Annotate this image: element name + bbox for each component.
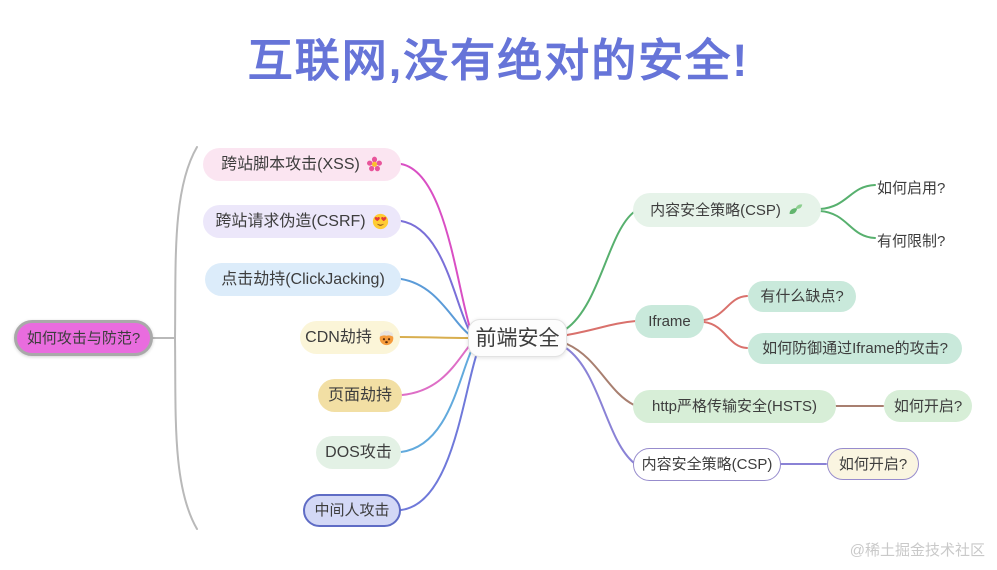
node-clickjacking[interactable]: 点击劫持(ClickJacking) [205,263,401,296]
node-csrf-attack[interactable]: 跨站请求伪造(CSRF) [203,205,401,238]
node-xss-attack[interactable]: 跨站脚本攻击(XSS) [203,148,401,181]
leaf-icon [787,202,804,219]
node-csp-top[interactable]: 内容安全策略(CSP) [633,193,821,227]
node-csp-limitations[interactable]: 有何限制? [877,233,946,250]
node-mitm-attack[interactable]: 中间人攻击 [303,494,401,527]
node-label: 内容安全策略(CSP) [650,201,781,219]
node-label: 如何攻击与防范? [26,329,141,347]
node-label: 点击劫持(ClickJacking) [221,270,385,288]
node-label: 如何开启? [893,397,963,415]
watermark: @稀土掘金技术社区 [849,542,985,559]
node-label: 页面劫持 [327,386,392,404]
node-label: 跨站脚本攻击(XSS) [221,155,360,173]
node-hsts-how-to-enable[interactable]: 如何开启? [884,390,972,422]
node-frontend-security[interactable]: 前端安全 [468,319,567,357]
heart-eyes-face-icon [372,213,389,230]
hibiscus-flower-icon [366,156,383,173]
node-label: DOS攻击 [325,443,392,461]
node-label: http严格传输安全(HSTS) [651,398,817,415]
node-iframe-defense[interactable]: 如何防御通过Iframe的攻击? [748,333,962,364]
node-hsts[interactable]: http严格传输安全(HSTS) [633,390,836,423]
node-label: 跨站请求伪造(CSRF) [215,212,366,230]
left-bracket [173,146,198,530]
node-label: 前端安全 [475,326,560,350]
node-cdn-hijack[interactable]: CDN劫持 [300,321,400,354]
node-label: 有什么缺点? [760,288,844,305]
node-label: 如何防御通过Iframe的攻击? [762,340,948,357]
node-csp-bottom-how-to-enable[interactable]: 如何开启? [827,448,919,480]
node-dos-attack[interactable]: DOS攻击 [316,436,401,469]
mindmap-title: 互联网,没有绝对的安全! [247,35,750,86]
exploding-head-icon [378,329,395,346]
node-csp-how-to-enable[interactable]: 如何启用? [877,180,946,197]
node-label: Iframe [648,313,691,330]
node-label: 内容安全策略(CSP) [641,456,773,473]
node-csp-bottom[interactable]: 内容安全策略(CSP) [633,448,781,481]
node-label: CDN劫持 [305,328,372,346]
node-label: 中间人攻击 [314,502,390,519]
node-how-to-attack-and-defend[interactable]: 如何攻击与防范? [14,320,153,356]
node-page-hijack[interactable]: 页面劫持 [318,379,402,412]
node-iframe[interactable]: Iframe [635,305,704,338]
node-iframe-drawbacks[interactable]: 有什么缺点? [748,281,856,312]
node-label: 如何开启? [838,455,908,473]
